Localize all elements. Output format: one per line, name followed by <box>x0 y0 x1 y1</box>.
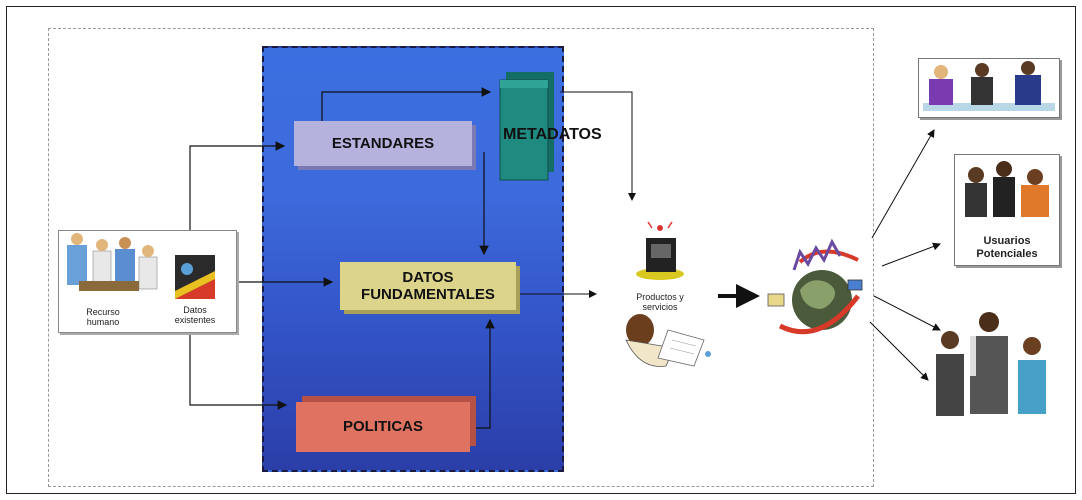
metadatos-document-icon <box>499 72 554 181</box>
arrow-metadatos-productos <box>560 91 636 201</box>
existing-data-clipart <box>175 255 215 299</box>
productos-servicios-label: Productos y servicios <box>636 292 684 313</box>
resources-card: Recurso humano Datos existentes <box>58 230 237 333</box>
estandares-box: ESTANDARES <box>294 121 472 166</box>
recurso-humano-label: Recurso humano <box>86 307 120 328</box>
arrow-to-users-top <box>871 129 935 239</box>
arrow-politicas-datos <box>472 318 495 429</box>
datos-fundamentales-line1: DATOS <box>402 268 454 286</box>
arrow-to-people-mid <box>873 295 941 331</box>
human-resources-clipart <box>67 233 158 291</box>
users-group-clipart <box>965 161 1049 217</box>
datos-existentes-label: Datos existentes <box>174 305 216 326</box>
dotted-boundary <box>48 28 874 487</box>
estandares-label: ESTANDARES <box>331 134 435 152</box>
person-writing-clipart <box>625 314 711 367</box>
politicas-box: POLITICAS <box>296 402 470 452</box>
arrow-to-usuarios <box>881 242 941 267</box>
arrow-to-people-bottom <box>869 321 929 381</box>
outer-frame <box>6 6 1076 494</box>
usuarios-potenciales-card: Usuarios Potenciales <box>954 154 1060 266</box>
meeting-users-card <box>918 58 1060 118</box>
products-clipart <box>636 221 684 280</box>
usuarios-potenciales-label: Usuarios Potenciales <box>976 235 1038 260</box>
business-people-clipart <box>936 312 1046 416</box>
globe-network-icon <box>767 238 863 335</box>
arrow-to-estandares <box>189 141 286 232</box>
politicas-label: POLITICAS <box>342 418 423 436</box>
datos-fundamentales-box: DATOS FUNDAMENTALES <box>340 262 516 310</box>
arrow-to-politicas <box>189 333 288 410</box>
arrow-estandares-metadatos <box>321 87 492 121</box>
metadatos-label: METADATOS <box>503 126 602 143</box>
meeting-clipart <box>923 61 1055 111</box>
datos-fundamentales-line2: FUNDAMENTALES <box>361 286 495 303</box>
